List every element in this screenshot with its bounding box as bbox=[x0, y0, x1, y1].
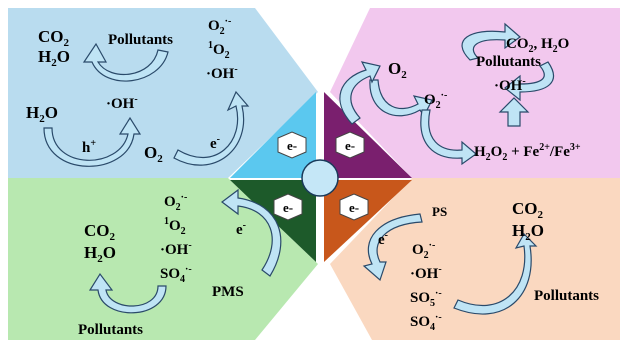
svg-text:e-: e- bbox=[210, 134, 220, 152]
electron-badge-bottom-right: e- bbox=[339, 193, 369, 221]
label-singlet-tl: 1O2 bbox=[208, 40, 230, 61]
svg-text:e-: e- bbox=[378, 230, 388, 248]
arrow-h2o-to-oh bbox=[43, 116, 142, 167]
label-co2-bl: CO2 bbox=[84, 221, 116, 243]
label-h2o-bl: H2O bbox=[84, 243, 116, 265]
quadrant-bottom-left-bg bbox=[8, 178, 318, 340]
label-pollutants-tl: Pollutants bbox=[108, 32, 173, 48]
label-singlet-bl: 1O2 bbox=[164, 216, 186, 237]
svg-text:H2O2 + Fe2+/Fe3+: H2O2 + Fe2+/Fe3+ bbox=[474, 142, 581, 163]
svg-text:CO2: CO2 bbox=[512, 199, 544, 221]
arrow-pms-to-radicals bbox=[221, 188, 282, 277]
label-pollutants-br: Pollutants bbox=[534, 288, 599, 304]
arrow-radicals-to-co2 bbox=[88, 272, 167, 314]
svg-text:H2O: H2O bbox=[26, 103, 58, 125]
label-e-bl: e- bbox=[236, 220, 246, 238]
electron-label: e- bbox=[287, 138, 297, 153]
svg-text:·OH-: ·OH- bbox=[160, 240, 192, 258]
electron-badge-top-left: e- bbox=[277, 131, 307, 159]
center-circle bbox=[301, 159, 339, 197]
label-oh-bl: ·OH- bbox=[160, 240, 192, 258]
svg-text:CO2: CO2 bbox=[84, 221, 116, 243]
svg-text:e-: e- bbox=[236, 220, 246, 238]
label-h2o-tl: H2O bbox=[38, 47, 70, 69]
label-h2o2-tr: H2O2 + Fe2+/Fe3+ bbox=[474, 142, 581, 163]
arrow-h2o2-to-oh bbox=[498, 97, 530, 127]
arrow-ps-to-radicals bbox=[362, 213, 423, 282]
electron-label: e- bbox=[345, 138, 355, 153]
arrow-center-to-o2rad bbox=[339, 61, 381, 125]
svg-text:1O2: 1O2 bbox=[208, 40, 230, 61]
label-pollutants-tr: Pollutants bbox=[476, 54, 541, 70]
arrow-cycle-co2 bbox=[461, 22, 521, 61]
svg-text:H2O: H2O bbox=[38, 47, 70, 69]
electron-badge-top-right: e- bbox=[335, 131, 365, 159]
arrow-cycle-oh bbox=[504, 61, 554, 102]
arrow-pollutants-to-co2 bbox=[82, 42, 169, 82]
arrow-o2rad-to-h2o2 bbox=[420, 109, 477, 166]
label-oh-tl: ·OH- bbox=[106, 94, 138, 112]
label-e-br: e- bbox=[378, 230, 388, 248]
label-e-tl: e- bbox=[210, 134, 220, 152]
arrow-o2-to-radicals bbox=[173, 90, 250, 166]
svg-text:·OH-: ·OH- bbox=[494, 76, 526, 94]
svg-text:·OH-: ·OH- bbox=[206, 64, 238, 82]
label-pms: PMS bbox=[212, 284, 244, 300]
svg-text:·OH-: ·OH- bbox=[106, 94, 138, 112]
svg-text:H2O: H2O bbox=[84, 243, 116, 265]
label-co2-br: CO2 bbox=[512, 199, 544, 221]
svg-text:H2O: H2O bbox=[512, 221, 544, 243]
electron-label: e- bbox=[349, 200, 359, 215]
label-oh-br: ·OH- bbox=[410, 264, 442, 282]
label-h2o-br: H2O bbox=[512, 221, 544, 243]
label-oh2-tl: ·OH- bbox=[206, 64, 238, 82]
label-co2-tl: CO2 bbox=[38, 27, 70, 49]
svg-text:·OH-: ·OH- bbox=[410, 264, 442, 282]
quadrant-top-right-bg bbox=[330, 8, 620, 178]
label-pollutants-bl: Pollutants bbox=[78, 322, 143, 338]
svg-text:CO2: CO2 bbox=[38, 27, 70, 49]
label-ps: PS bbox=[432, 204, 447, 219]
electron-badge-bottom-left: e- bbox=[273, 193, 303, 221]
svg-text:1O2: 1O2 bbox=[164, 216, 186, 237]
arrow-pollutants-to-co2-br bbox=[453, 233, 538, 315]
label-oh-tr: ·OH- bbox=[494, 76, 526, 94]
label-h2o-2-tl: H2O bbox=[26, 103, 58, 125]
electron-label: e- bbox=[283, 200, 293, 215]
